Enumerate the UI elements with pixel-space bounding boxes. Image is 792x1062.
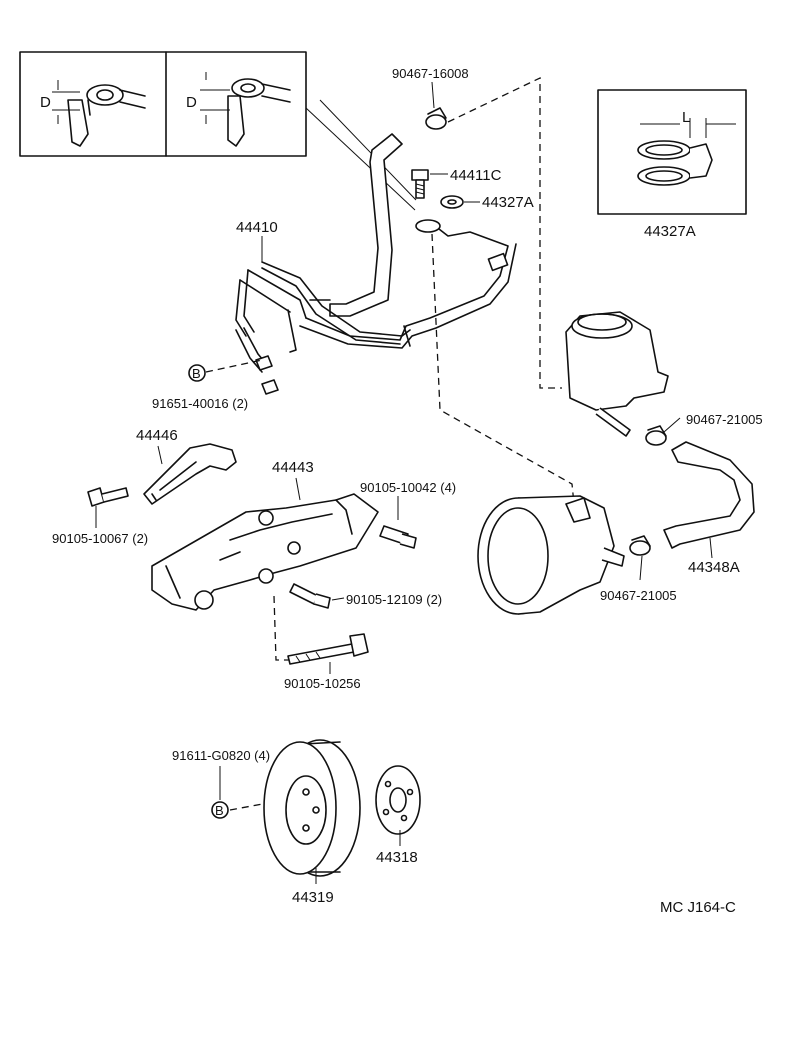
marker-b-pulley: B — [211, 801, 229, 819]
washer-detail-inset: L — [597, 89, 747, 215]
label-90105-10042: 90105-10042 (4) — [360, 480, 456, 495]
label-44410: 44410 — [236, 219, 278, 236]
bolt-10042-part — [379, 525, 417, 549]
tube-bolt-parts — [255, 355, 279, 395]
label-91651-40016: 91651-40016 (2) — [152, 396, 248, 411]
label-90105-12109: 90105-12109 (2) — [346, 592, 442, 607]
bolt-12109-part — [289, 583, 331, 609]
marker-b-pulley-text: B — [215, 803, 224, 818]
label-clip-right: 90467-21005 — [686, 412, 763, 427]
inset-leader — [305, 107, 416, 211]
label-44327a: 44327A — [482, 194, 534, 211]
bracket-44443-part — [151, 493, 379, 611]
label-44411c: 44411C — [450, 167, 502, 184]
label-44446: 44446 — [136, 427, 178, 444]
dim-l: L — [682, 109, 690, 126]
bolt-44411c-part — [411, 169, 429, 199]
label-44327a-detail: 44327A — [644, 223, 696, 240]
label-clip-pump: 90467-21005 — [600, 588, 677, 603]
dim-d-left: D — [40, 94, 51, 111]
clip-top-part — [425, 107, 447, 130]
figure-code: MC J164-C — [660, 899, 736, 916]
label-90105-10256: 90105-10256 — [284, 676, 361, 691]
fitting-detail-right — [200, 72, 291, 147]
dim-d-right: D — [186, 94, 197, 111]
clip-right-part — [645, 425, 667, 446]
power-steering-pump-part — [477, 495, 625, 615]
dashed-route-pump — [431, 233, 575, 505]
dashed-route-long-bolt — [273, 595, 290, 661]
label-clip-top: 90467-16008 — [392, 66, 469, 81]
return-hose-part — [663, 441, 755, 549]
stay-44446-part — [143, 443, 237, 505]
bolt-10067-part — [87, 487, 129, 507]
label-44348a: 44348A — [688, 559, 740, 576]
clip-pump-part — [629, 535, 651, 556]
reservoir-part — [565, 311, 669, 437]
label-91611-g0820: 91611-G0820 (4) — [172, 748, 270, 763]
label-44443: 44443 — [272, 459, 314, 476]
label-44318: 44318 — [376, 849, 418, 866]
dashed-route-clip — [447, 76, 562, 389]
fitting-detail-left — [52, 80, 146, 147]
washer-44327a-part — [440, 195, 464, 209]
marker-b-tube: B — [188, 364, 206, 382]
bolt-10256-part — [287, 633, 369, 665]
marker-b-text: B — [192, 366, 201, 381]
label-44319: 44319 — [292, 889, 334, 906]
plate-44318-part — [375, 765, 421, 835]
pulley-44319-part — [263, 739, 361, 877]
label-90105-10067: 90105-10067 (2) — [52, 531, 148, 546]
pressure-tube-part — [235, 133, 517, 373]
tube-end-detail-inset: D D — [19, 51, 307, 157]
